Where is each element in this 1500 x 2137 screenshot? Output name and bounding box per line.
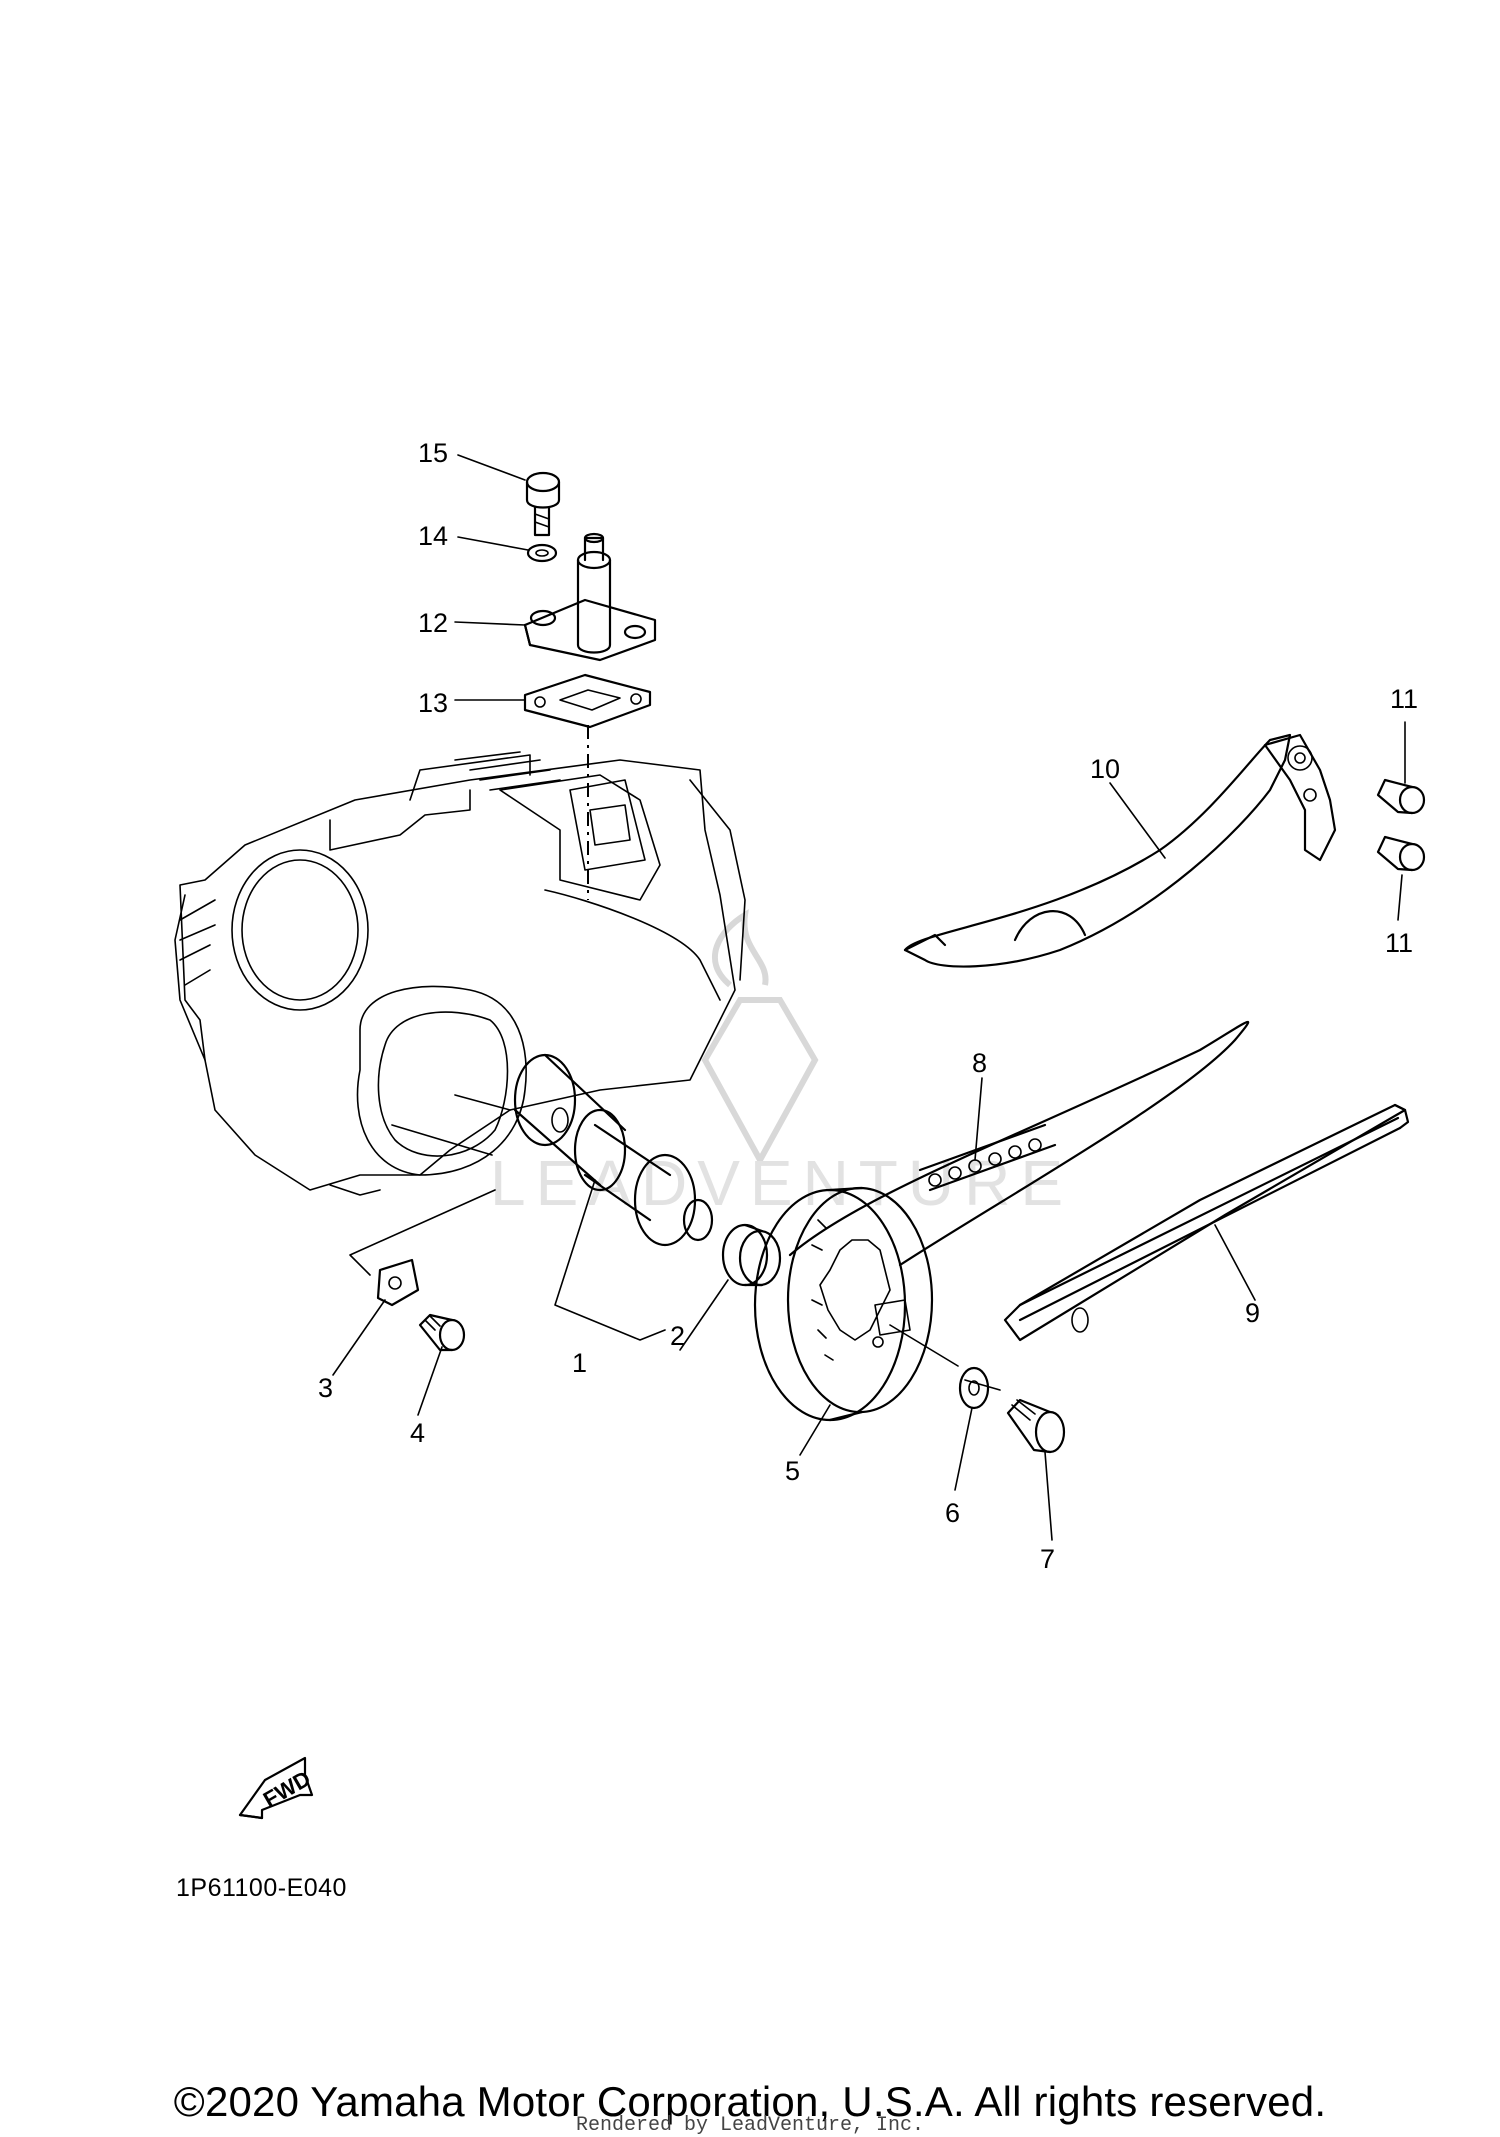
alignment-lines bbox=[349, 725, 589, 1276]
cylinder-head-drawing bbox=[174, 751, 746, 1196]
gasket-13 bbox=[523, 673, 652, 729]
bearing-2 bbox=[721, 1223, 782, 1287]
copyright-notice: ©2020 Yamaha Motor Corporation, U.S.A. A… bbox=[173, 2078, 1327, 2125]
fwd-label: FWD bbox=[259, 1766, 315, 1813]
callout-3: 3 bbox=[318, 1373, 333, 1403]
chain-guide-9 bbox=[1003, 1103, 1410, 1342]
callout-10: 10 bbox=[1090, 754, 1120, 784]
leader-lines bbox=[332, 454, 1406, 1541]
callout-6: 6 bbox=[945, 1498, 960, 1528]
camshaft-1 bbox=[513, 1053, 714, 1247]
callout-9: 9 bbox=[1245, 1298, 1260, 1328]
bolt-15 bbox=[525, 471, 561, 537]
bolt-11-upper bbox=[1376, 778, 1426, 815]
callout-2: 2 bbox=[670, 1321, 685, 1351]
tensioner-arm-10 bbox=[903, 733, 1337, 968]
watermark-text: LEADVENTURE bbox=[490, 1147, 1073, 1219]
callout-13: 13 bbox=[418, 688, 448, 718]
callout-8: 8 bbox=[972, 1048, 987, 1078]
callout-12: 12 bbox=[418, 608, 448, 638]
bolt-11-lower bbox=[1376, 835, 1426, 872]
callout-15: 15 bbox=[418, 438, 448, 468]
fwd-arrow-icon: FWD bbox=[238, 1756, 315, 1820]
cam-chain-tensioner-12 bbox=[523, 532, 657, 662]
callout-1: 1 bbox=[572, 1348, 587, 1378]
cam-chain-8 bbox=[788, 1020, 1250, 1267]
callout-14: 14 bbox=[418, 521, 448, 551]
callout-5: 5 bbox=[785, 1456, 800, 1486]
washer-6 bbox=[958, 1366, 990, 1410]
callout-11-upper: 11 bbox=[1390, 684, 1418, 714]
washer-14 bbox=[526, 543, 558, 563]
rendered-by-notice: Rendered by LeadVenture, Inc. bbox=[575, 2114, 925, 2137]
plate-3 bbox=[376, 1258, 420, 1307]
bolt-4 bbox=[418, 1313, 466, 1352]
callout-4: 4 bbox=[410, 1418, 425, 1448]
callout-11-lower: 11 bbox=[1385, 928, 1413, 958]
callouts: 15 14 12 13 10 11 11 8 9 3 4 1 2 5 6 7 bbox=[318, 438, 1418, 1574]
bolt-7 bbox=[1006, 1398, 1066, 1454]
callout-7: 7 bbox=[1040, 1544, 1055, 1574]
cam-sprocket-5 bbox=[753, 1186, 934, 1422]
diagram-reference-code: 1P61100-E040 bbox=[176, 1874, 347, 1902]
